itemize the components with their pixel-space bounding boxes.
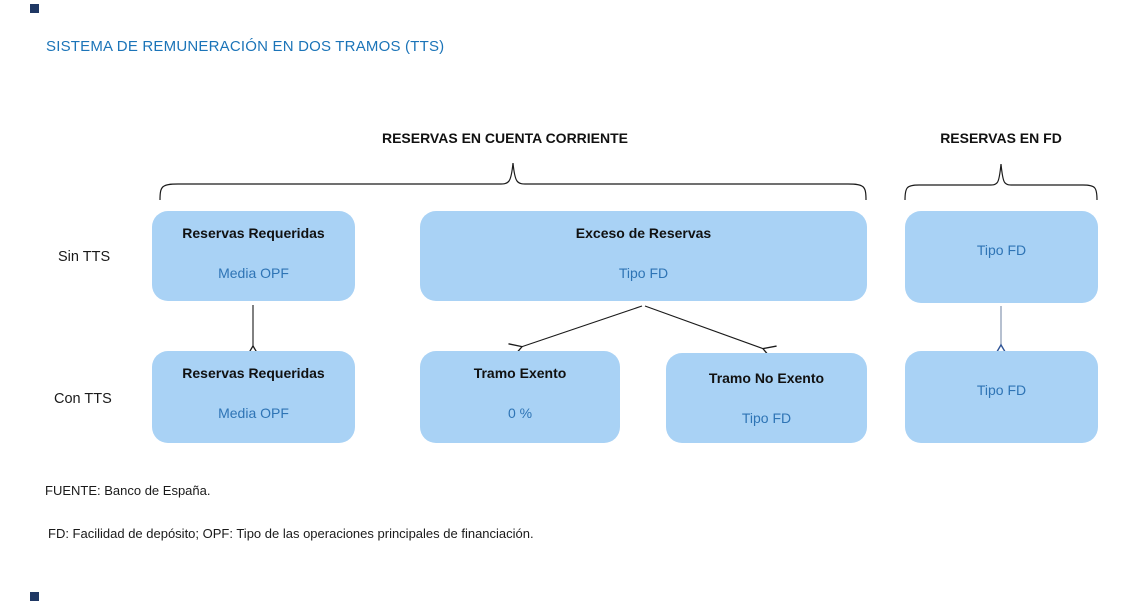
box-value: Tipo FD bbox=[618, 265, 669, 281]
arrow-exceso-to-tramo-no-exento bbox=[644, 305, 777, 360]
box-title: Tramo Exento bbox=[473, 365, 567, 381]
header-reservas-cuenta-corriente: RESERVAS EN CUENTA CORRIENTE bbox=[381, 130, 629, 146]
box-sin-reservas-requeridas: Reservas Requeridas Media OPF bbox=[152, 211, 355, 301]
box-title: Reservas Requeridas bbox=[182, 225, 325, 241]
row-label-sin-tts: Sin TTS bbox=[58, 249, 111, 265]
box-value: Tipo FD bbox=[976, 382, 1027, 398]
header-reservas-fd: RESERVAS EN FD bbox=[940, 130, 1062, 146]
box-value: Media OPF bbox=[218, 405, 289, 421]
brace-fd bbox=[904, 163, 1098, 201]
box-title: Tramo No Exento bbox=[708, 370, 825, 386]
page-title: SISTEMA DE REMUNERACIÓN EN DOS TRAMOS (T… bbox=[46, 38, 445, 55]
box-sin-exceso-reservas: Exceso de Reservas Tipo FD bbox=[420, 211, 867, 301]
box-con-tramo-no-exento: Tramo No Exento Tipo FD bbox=[666, 353, 867, 443]
row-label-con-tts: Con TTS bbox=[54, 391, 112, 407]
box-value: Media OPF bbox=[218, 265, 289, 281]
source-note: FUENTE: Banco de España. bbox=[45, 483, 211, 498]
box-value: Tipo FD bbox=[741, 410, 792, 426]
corner-marker-top bbox=[30, 4, 39, 13]
abbreviations-note: FD: Facilidad de depósito; OPF: Tipo de … bbox=[48, 526, 534, 541]
arrow-exceso-to-tramo-exento bbox=[508, 305, 643, 358]
corner-marker-bottom bbox=[30, 592, 39, 601]
box-title: Reservas Requeridas bbox=[182, 365, 325, 381]
box-con-reservas-fd: Tipo FD bbox=[905, 351, 1098, 443]
box-sin-reservas-fd: Tipo FD bbox=[905, 211, 1098, 303]
box-title: Exceso de Reservas bbox=[575, 225, 712, 241]
box-value: 0 % bbox=[507, 405, 533, 421]
box-value: Tipo FD bbox=[976, 242, 1027, 258]
box-con-tramo-exento: Tramo Exento 0 % bbox=[420, 351, 620, 443]
brace-cuenta-corriente bbox=[159, 162, 867, 201]
box-con-reservas-requeridas: Reservas Requeridas Media OPF bbox=[152, 351, 355, 443]
